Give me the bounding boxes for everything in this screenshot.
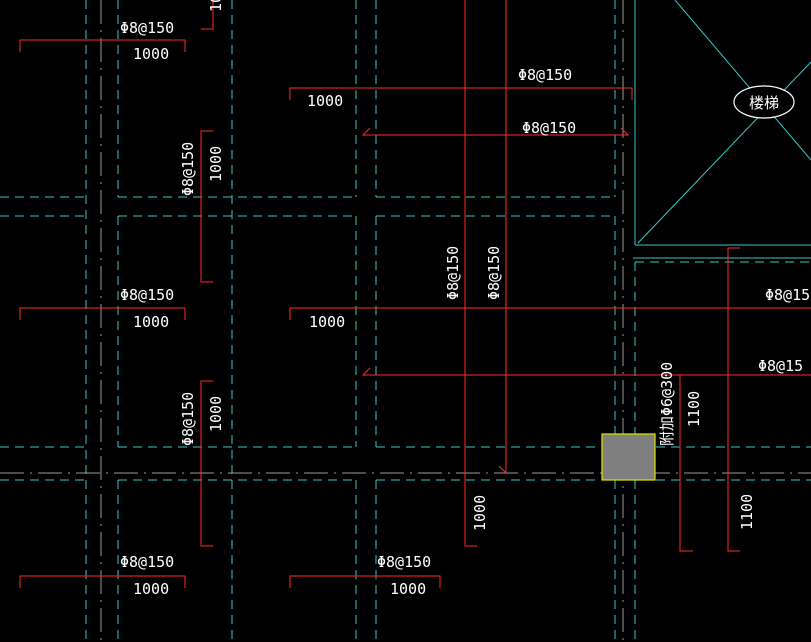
- rebar-spec-label: Φ8@150: [518, 66, 572, 84]
- length-label: 1000: [133, 580, 169, 598]
- stair-label-ellipse: [733, 85, 795, 119]
- length-label: 1100: [738, 494, 756, 530]
- length-label: 1000: [471, 495, 489, 531]
- rebar-spec-label: Φ8@150: [120, 553, 174, 571]
- rebar-bar: [201, 0, 214, 30]
- rebar-spec-label: Φ8@15: [765, 286, 810, 304]
- length-label: 1100: [685, 391, 703, 427]
- length-label: 1000: [207, 396, 225, 432]
- rebar-bar: [289, 575, 441, 588]
- rebar-bar: [19, 575, 186, 588]
- rebar-bar: [464, 0, 477, 547]
- rebar-bar: [361, 127, 630, 136]
- length-label: 1000: [307, 92, 343, 110]
- rebar-spec-label: Φ8@150: [120, 19, 174, 37]
- rebar-bar: [727, 247, 740, 552]
- stair-diagonal: [637, 61, 811, 244]
- rebar-spec-label: Φ8@150: [120, 286, 174, 304]
- rebar-spec-label: Φ8@150: [444, 246, 462, 300]
- rebar-spec-label: Φ8@15: [758, 357, 803, 375]
- annotations-horizontal: Φ8@150 1000 Φ8@150 1000 Φ8@150 Φ8@150 10…: [120, 19, 810, 598]
- stair-opening: [633, 0, 811, 259]
- rebar-bar: [19, 307, 186, 320]
- add-bar-label: 附加Φ6@300: [658, 362, 676, 446]
- rebar-bar: [289, 87, 633, 100]
- rebar-bar: [498, 0, 507, 475]
- rebar-bar: [361, 367, 811, 376]
- rebar-spec-label: Φ8@150: [485, 246, 503, 300]
- rebar-bar: [19, 39, 186, 52]
- length-label: 1000: [133, 313, 169, 331]
- rebar-bar: [679, 374, 693, 552]
- length-label: 1000: [133, 45, 169, 63]
- rebar-bar: [289, 307, 811, 320]
- annotations-vertical: Φ8@150 1000 1000 Φ8@150 1000 Φ8@150 Φ8@1…: [179, 0, 756, 531]
- rebar-spec-label: Φ8@150: [522, 119, 576, 137]
- length-label: 1000: [207, 0, 225, 12]
- stair-diagonal: [674, 0, 811, 161]
- stair-label: 楼梯: [749, 94, 779, 112]
- length-label: 1000: [207, 146, 225, 182]
- rebar-spec-label: Φ8@150: [179, 392, 197, 446]
- length-label: 1000: [309, 313, 345, 331]
- length-label: 1000: [390, 580, 426, 598]
- rebar-spec-label: Φ8@150: [377, 553, 431, 571]
- column[interactable]: [601, 433, 656, 481]
- rebar-spec-label: Φ8@150: [179, 142, 197, 196]
- rebar-bar: [200, 380, 213, 547]
- rebar-bar: [200, 130, 213, 283]
- rebar-lines: [19, 0, 811, 588]
